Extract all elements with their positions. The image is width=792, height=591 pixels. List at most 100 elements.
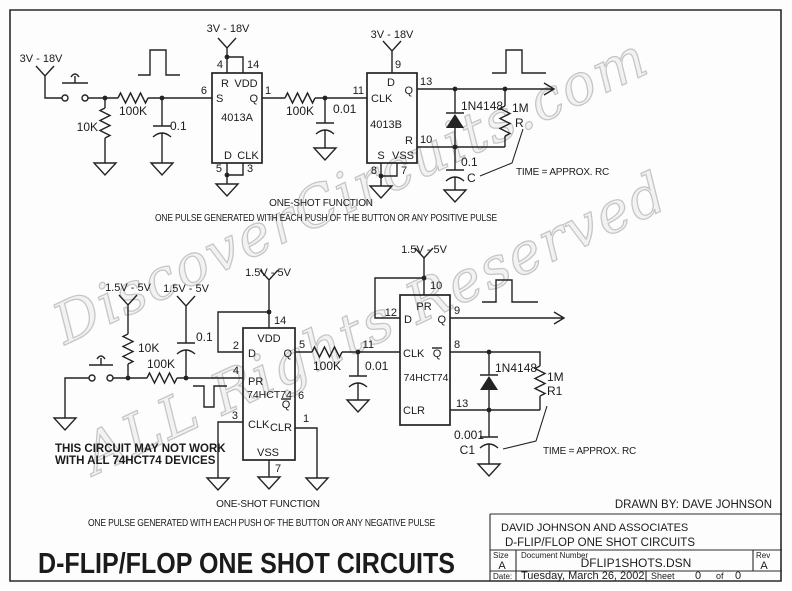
ic-name: 4013B (370, 119, 402, 131)
pin-number: 10 (430, 280, 442, 292)
title-block: DAVID JOHNSON AND ASSOCIATES D-FLIP/FLOP… (489, 513, 782, 582)
ic-4013b-box (366, 72, 418, 164)
pin-number: 13 (420, 76, 432, 88)
ic-pin-label: PR (248, 376, 263, 388)
capacitor-refdes: C1 (460, 443, 476, 457)
rev-value: A (760, 560, 768, 572)
ic-74hct74-2-labels: PR D CLK Q Q 74HCT74 CLR 10 12 11 9 8 13 (363, 280, 469, 417)
junction-dots-bottom (125, 275, 492, 413)
resistor-value: 1M (547, 370, 564, 384)
ic-pin-label: CLR (270, 422, 292, 434)
resistor-value: 100K (119, 104, 147, 118)
ic-pin-label: R (221, 78, 229, 90)
ic-pin-label-qbar: Q (433, 348, 442, 360)
ic-4013a-labels: R VDD S Q 4013A D CLK 4 14 6 1 5 3 (201, 59, 271, 175)
ic-74hct74-1-labels: VDD D PR 74HCT74 CLK Q Q CLR VSS 14 2 4 … (232, 315, 309, 475)
of-label: of (716, 571, 724, 581)
wires-top (35, 37, 556, 204)
doc-number-value: DFLIP1SHOTS.DSN (581, 556, 692, 570)
sheet-value: 0 (695, 570, 701, 582)
resistor-value: 10K (138, 341, 159, 355)
rev-label: Rev (756, 551, 770, 560)
diode-1n4148-bottom (480, 376, 498, 390)
pin-number: 8 (454, 339, 460, 351)
pin-number: 5 (299, 339, 305, 351)
ic-pin-label: CLK (403, 348, 425, 360)
junction-dots-top (102, 54, 508, 179)
size-value: A (498, 560, 506, 572)
ic-pin-label: Q (283, 348, 292, 360)
pin-number: 10 (420, 134, 432, 146)
sheet-total-value: 0 (735, 570, 741, 582)
ic-name: 74HCT74 (404, 372, 449, 384)
capacitor-value: 0.01 (333, 102, 357, 116)
ic-pin-label: VDD (234, 78, 257, 90)
caption-function: ONE-SHOT FUNCTION (216, 499, 320, 510)
pin-number: 3 (232, 410, 238, 422)
resistor-value: 100K (286, 104, 314, 118)
ic-pin-label: VDD (257, 333, 280, 345)
sheet-label: Sheet (651, 571, 675, 581)
page-border (9, 9, 782, 582)
ic-pin-label: VSS (257, 447, 279, 459)
date-value: Tuesday, March 26, 2002 (521, 570, 645, 582)
resistor-value: 100K (313, 359, 341, 373)
ic-pin-label-qbar: Q (282, 399, 291, 411)
time-note: TIME = APPROX. RC (543, 446, 636, 457)
ic-4013a-box (211, 72, 263, 164)
resistor-refdes: R1 (547, 384, 563, 398)
ic-pin-label: D (224, 150, 232, 162)
ic-74hct74-1-box (242, 327, 296, 461)
pin-number: 1 (303, 413, 309, 425)
ic-74hct74-2-box (399, 294, 451, 426)
diode-label: 1N4148 (495, 361, 537, 375)
ic-4013b-labels: D CLK Q 4013B R S VSS 9 11 13 10 8 7 (353, 59, 433, 177)
ic-pin-label: CLK (371, 93, 393, 105)
pin-number: 2 (233, 340, 239, 352)
drawn-by-credit: DRAWN BY: DAVE JOHNSON (615, 499, 772, 511)
ic-name: 74HCT74 (247, 389, 292, 401)
ic-pin-label: R (405, 135, 413, 147)
power-label: 3V - 18V (20, 53, 63, 65)
pin-number: 4 (233, 365, 239, 377)
pin-number: 9 (395, 59, 401, 71)
pin-number: 11 (353, 85, 364, 97)
date-label: Date: (493, 572, 512, 581)
capacitor-value: 0.1 (170, 119, 187, 133)
pin-number: 14 (247, 59, 259, 71)
resistor-value: 100K (147, 357, 175, 371)
warning-text-line1: THIS CIRCUIT MAY NOT WORK (55, 443, 226, 455)
diode-1n4148-top (446, 114, 464, 128)
resistor-value: 1M (512, 101, 529, 115)
document-title: D-FLIP/FLOP ONE SHOT CIRCUITS (505, 537, 695, 549)
ic-name: 4013A (221, 112, 253, 124)
ic-pin-label: S (377, 150, 384, 162)
pin-number: 11 (363, 339, 374, 351)
pin-number: 12 (385, 307, 397, 319)
pin-number: 8 (371, 165, 377, 177)
pin-number: 14 (274, 315, 286, 327)
power-label: 3V - 18V (371, 29, 414, 41)
pin-number: 13 (456, 398, 468, 410)
capacitor-value: 0.1 (196, 330, 213, 344)
pushbutton-top (61, 94, 89, 102)
ic-pin-label: VSS (392, 150, 414, 162)
capacitor-value: 0.01 (365, 359, 389, 373)
capacitor-refdes: C (467, 171, 476, 185)
resistor-value: 10K (77, 120, 98, 134)
circuit-top-4013: 3V - 18V 3V - 18V 3V - 18V 10K 100K 0.1 … (20, 23, 610, 224)
power-label: 1.5V - 5V (401, 244, 448, 256)
ic-pin-label: Q (437, 314, 446, 326)
ic-pin-label: Q (249, 93, 258, 105)
pin-number: 3 (247, 163, 253, 175)
size-label: Size (493, 551, 509, 560)
capacitor-value: 0.1 (461, 155, 478, 169)
pin-number: 6 (298, 390, 304, 402)
caption-function: ONE-SHOT FUNCTION (269, 198, 373, 209)
diode-label: 1N4148 (461, 99, 503, 113)
ic-pin-label: D (404, 314, 412, 326)
power-label: 1.5V - 5V (245, 267, 292, 279)
power-label: 1.5V - 5V (105, 282, 152, 294)
doc-number-label: Document Number (521, 551, 588, 560)
